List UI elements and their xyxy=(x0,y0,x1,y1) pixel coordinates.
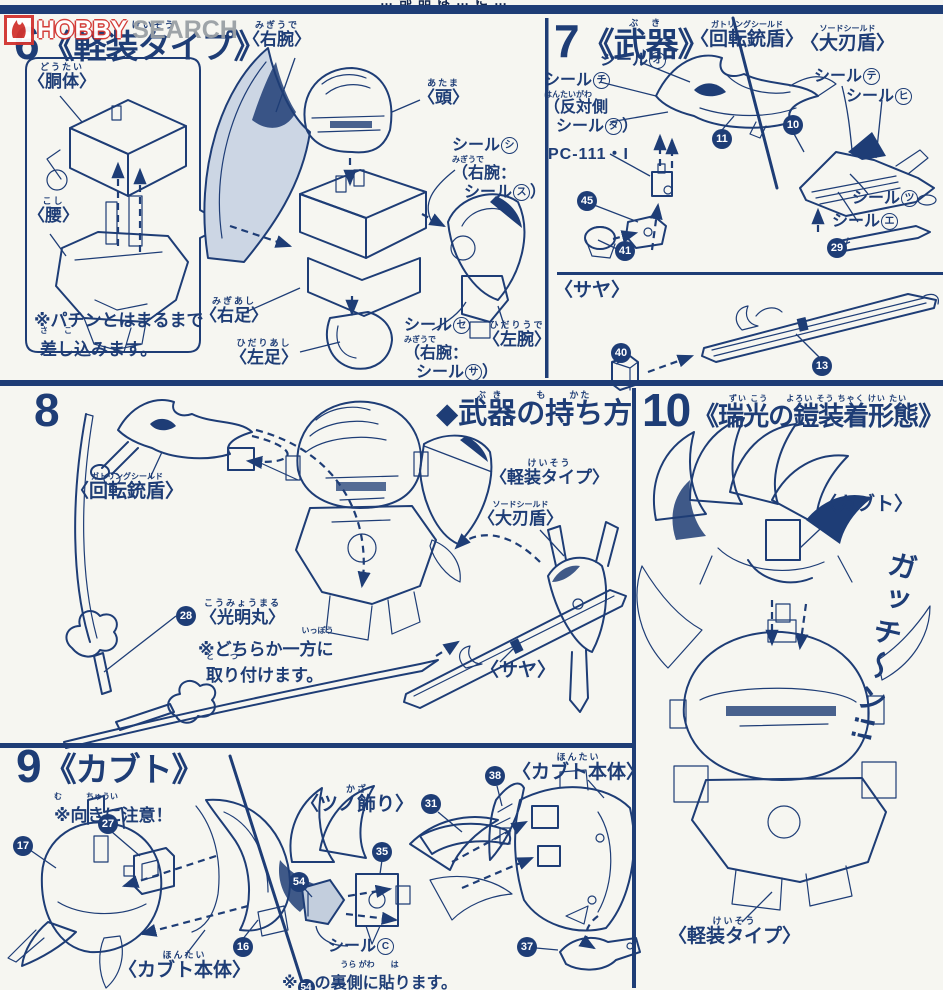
part-badge-54-inline: 54 xyxy=(297,979,315,990)
step7-number: 7 xyxy=(554,15,580,68)
label-gatling-shield: ガトリングシールド〈回転銃盾〉 xyxy=(690,20,805,50)
label-left-foot: ひだりあし〈左足〉 xyxy=(230,338,298,367)
label-seal-se: シールセ みぎうで （右腕： シールサ） xyxy=(404,317,499,381)
label-sword-shield-8: ソードシールド〈大刃盾〉 xyxy=(478,500,563,528)
step9-number: 9 xyxy=(16,740,42,792)
part-badge-31: 31 xyxy=(421,794,441,814)
label-saya-8: 〈サヤ〉 xyxy=(480,660,557,681)
label-left-arm: ひだりうで〈左腕〉 xyxy=(483,320,551,349)
step6-art xyxy=(25,47,526,370)
brand-hobby: HOBBY xyxy=(37,15,128,44)
label-light-type-8: けいそう〈軽装タイプ〉 xyxy=(490,458,609,487)
part-badge-16: 16 xyxy=(233,937,253,957)
label-seal-shi: シールシ みぎうで （右腕： シールス） xyxy=(452,137,547,201)
part-badge-40: 40 xyxy=(611,343,631,363)
label-sword-shield: ソードシールド〈大刃盾〉 xyxy=(800,24,896,54)
step9-heading: 9 《カブト》 xyxy=(16,740,205,792)
note-attach-either: いっぽう※どちらか一方に xyxy=(198,626,334,659)
label-waist: こし〈腰〉 xyxy=(28,196,79,225)
flame-logo-icon xyxy=(4,15,34,45)
note-snap-fit-2: さ こ差し込みます。 xyxy=(40,326,158,359)
label-torso: どうたい〈胴体〉 xyxy=(28,62,96,91)
note-snap-fit: ※パチンとはまるまで xyxy=(34,311,204,330)
part-badge-54: 54 xyxy=(289,872,309,892)
label-seal-o: シールオ xyxy=(600,52,667,70)
part-badge-10: 10 xyxy=(783,115,803,135)
step9-art xyxy=(7,769,641,989)
step7-art xyxy=(584,54,939,391)
part-badge-27: 27 xyxy=(98,814,118,834)
part-badge-41: 41 xyxy=(615,241,635,261)
step8-heading: 8 xyxy=(34,384,60,436)
label-right-foot: みぎあし〈右足〉 xyxy=(200,296,268,325)
step8-art xyxy=(63,399,627,749)
label-right-arm: みぎうで〈右腕〉 xyxy=(243,20,311,49)
label-saya-7: 〈サヤ〉 xyxy=(554,280,631,301)
part-badge-17: 17 xyxy=(13,836,33,856)
step7-heading: 7 ぶ き《武器》 xyxy=(554,15,711,68)
part-badge-29: 29 xyxy=(827,238,847,258)
step6-heading: 6 けいそう《軽装タイプ》 xyxy=(14,20,267,66)
hobby-search-watermark: HOBBY SEARCH xyxy=(4,15,238,45)
part-badge-45: 45 xyxy=(577,191,597,211)
step10-number: 10 xyxy=(642,384,691,436)
part-badge-35: 35 xyxy=(372,842,392,862)
part-badge-11: 11 xyxy=(712,129,732,149)
step10-heading: 10 ずい こう よろい そう ちゃく けい たい《瑞光の鎧装着形態》 xyxy=(642,384,943,436)
label-light-type-10: けいそう〈軽装タイプ〉 xyxy=(668,916,802,947)
label-seal-e: シールエ xyxy=(832,213,899,231)
part-badge-28: 28 xyxy=(176,606,196,626)
note-attach-either-2: と つ取り付けます。 xyxy=(206,652,324,685)
label-seal-hi: シールヒ xyxy=(846,88,913,106)
label-kabuto-10: 〈カブト〉 xyxy=(818,494,914,515)
label-seal-chi: シールチ xyxy=(544,72,611,90)
clipped-top-text: …部品は…に… xyxy=(380,0,760,5)
label-komyomaru: こうみょうまる〈光明丸〉 xyxy=(200,598,285,627)
label-kabuto-body-left: ほんたい〈カブト本体〉 xyxy=(118,950,252,981)
label-seal-tsu: シールツ xyxy=(852,190,919,208)
label-head: あたま〈頭〉 xyxy=(418,78,469,107)
label-gatling-shield-8: ガトリングシールド〈回転銃盾〉 xyxy=(70,472,185,502)
label-kabuto-body-right: ほんたい〈カブト本体〉 xyxy=(512,752,646,783)
step10-art xyxy=(636,417,931,923)
label-seal-te: シールテ xyxy=(814,68,881,86)
part-badge-37: 37 xyxy=(517,937,537,957)
step8-title: ぶ き も かた◆武器の持ち方 xyxy=(436,390,633,430)
label-seal-ta: シールタ） xyxy=(556,118,639,135)
label-horn-ornament: かざ〈ツノ飾り〉 xyxy=(300,784,415,815)
brand-search: SEARCH xyxy=(132,15,238,44)
label-opposite-side: はんたいがわ（反対側 xyxy=(544,90,609,116)
step8-number: 8 xyxy=(34,384,60,436)
section-dividers xyxy=(0,5,943,988)
part-badge-13: 13 xyxy=(812,356,832,376)
part-badge-38: 38 xyxy=(485,766,505,786)
label-polycap: PC-111・I xyxy=(548,146,629,163)
